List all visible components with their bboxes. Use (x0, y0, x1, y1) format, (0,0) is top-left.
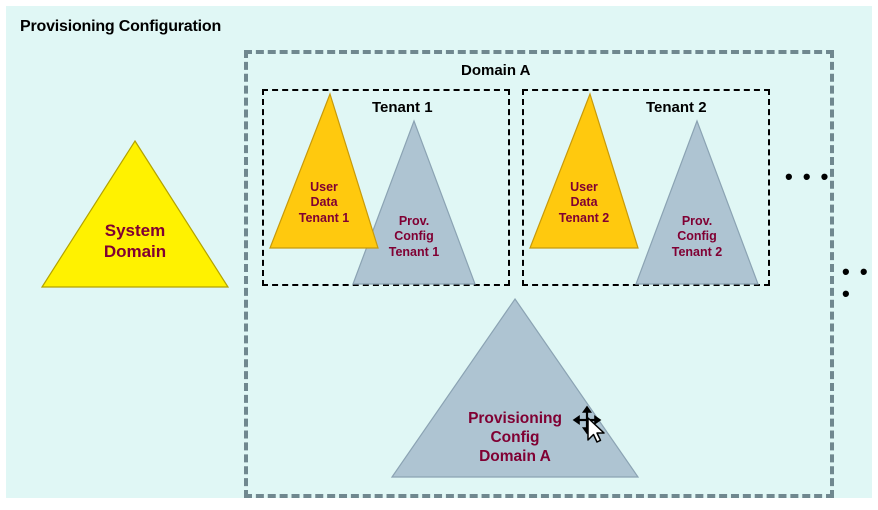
domain-a-boundary[interactable] (244, 50, 834, 498)
tenant-1-boundary[interactable] (262, 89, 510, 286)
tenant-2-label: Tenant 2 (646, 99, 707, 116)
triangle-shape (390, 297, 640, 478)
triangle-shape (529, 92, 639, 249)
page-title: Provisioning Configuration (20, 18, 222, 35)
tenant-2-prov-config-triangle[interactable]: Prov. Config Tenant 2 (634, 119, 760, 286)
tenant-2-user-data-triangle[interactable]: User Data Tenant 2 (528, 92, 640, 250)
triangle-shape (635, 119, 759, 285)
more-domains-ellipsis: • • • (842, 259, 870, 306)
domain-a-prov-config-triangle[interactable]: Provisioning Config Domain A (390, 297, 640, 479)
domain-a-label: Domain A (461, 62, 531, 79)
tenant-1-user-data-triangle[interactable]: User Data Tenant 1 (268, 92, 380, 250)
diagram-panel: Provisioning Configuration Domain A Tena… (6, 6, 872, 498)
triangle-shape (269, 92, 379, 249)
system-domain-triangle[interactable]: System Domain (40, 139, 230, 289)
tenant-2-boundary[interactable] (522, 89, 770, 286)
triangle-shape (352, 119, 476, 285)
triangle-shape (40, 139, 230, 288)
more-tenants-ellipsis: • • • (785, 164, 831, 189)
tenant-1-label: Tenant 1 (372, 99, 433, 116)
